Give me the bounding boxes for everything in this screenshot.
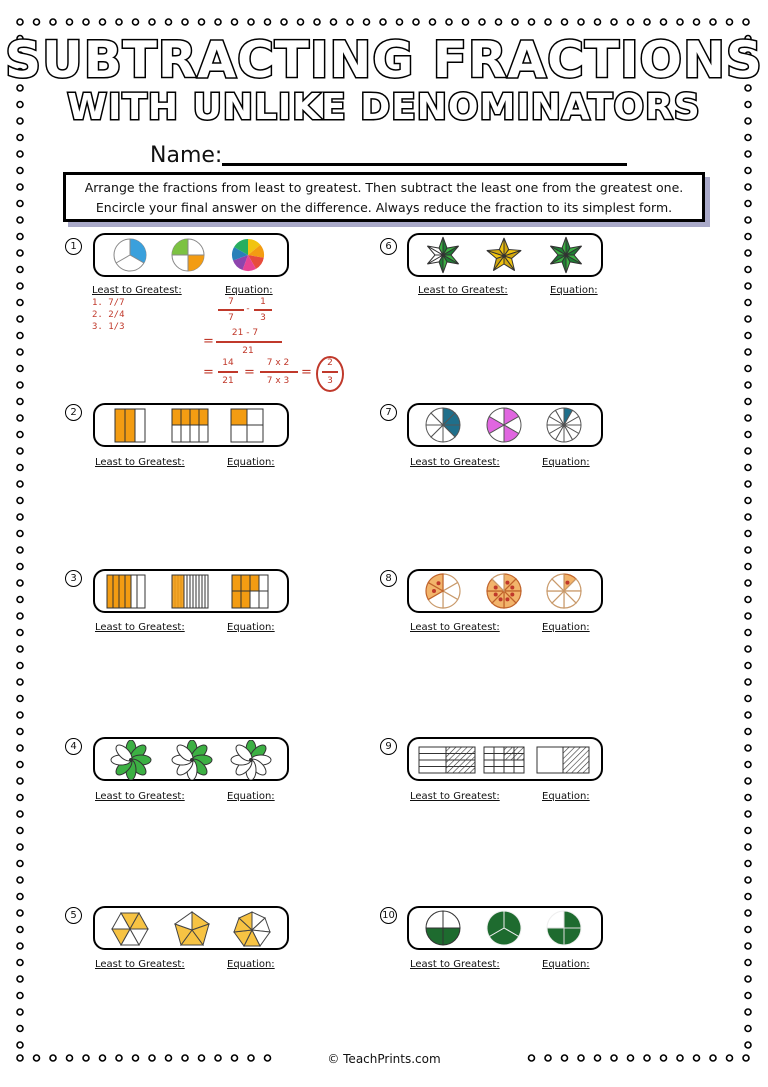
problem-number-2: 2 xyxy=(65,404,82,421)
polygon-fraction-icons xyxy=(111,911,271,947)
answer-circle-icon xyxy=(316,356,344,392)
fraction-bar xyxy=(260,371,298,373)
equals-sign: = xyxy=(301,365,312,380)
equals-sign: = xyxy=(244,365,255,380)
star-fraction-icons xyxy=(427,236,582,274)
equation-label: Equation: xyxy=(227,457,275,468)
fraction-numerator: 7 xyxy=(228,297,234,307)
problem-box-1 xyxy=(93,233,289,277)
problem-number-6: 6 xyxy=(380,238,397,255)
least-to-greatest-label: Least to Greatest: xyxy=(92,285,182,296)
fraction-denominator: 21 xyxy=(222,376,234,386)
pinwheel-fraction-icons xyxy=(425,407,582,443)
equation-label: Equation: xyxy=(542,791,590,802)
bar-fraction-icons xyxy=(106,574,269,609)
page-subtitle: WITH UNLIKE DENOMINATORS xyxy=(66,86,701,130)
grid-fraction-icons xyxy=(418,746,590,774)
fraction-denominator: 7 x 3 xyxy=(266,376,290,386)
problem-number-4: 4 xyxy=(65,738,82,755)
equation-label: Equation: xyxy=(542,959,590,970)
fraction-bar xyxy=(218,309,244,311)
least-to-greatest-label: Least to Greatest: xyxy=(410,622,500,633)
fraction-bar xyxy=(218,371,238,373)
problem-box-3 xyxy=(93,569,289,613)
equation-label: Equation: xyxy=(225,285,273,296)
problem-number-1: 1 xyxy=(65,238,82,255)
equation-label: Equation: xyxy=(542,622,590,633)
circle-fraction-icon xyxy=(171,238,205,272)
problem-box-2 xyxy=(93,403,289,447)
equals-sign: = xyxy=(203,365,214,380)
least-to-greatest-label: Least to Greatest: xyxy=(410,959,500,970)
instructions-box: Arrange the fractions from least to grea… xyxy=(63,172,705,222)
least-to-greatest-label: Least to Greatest: xyxy=(95,959,185,970)
problem-box-10 xyxy=(407,906,603,950)
equation-label: Equation: xyxy=(227,791,275,802)
fraction-bar xyxy=(322,371,338,373)
page-title: SUBTRACTING FRACTIONS xyxy=(4,30,764,91)
problem-number-7: 7 xyxy=(380,404,397,421)
equation-label: Equation: xyxy=(227,959,275,970)
fraction-numerator: 2 xyxy=(327,358,333,368)
problem-box-4 xyxy=(93,737,289,781)
fraction-denominator: 3 xyxy=(327,376,333,386)
circle-fraction-icons xyxy=(425,910,582,946)
problem-number-10: 10 xyxy=(380,907,397,924)
footer-copyright: © TeachPrints.com xyxy=(327,1052,441,1066)
problem-number-3: 3 xyxy=(65,570,82,587)
instruction-line-2: Encircle your final answer on the differ… xyxy=(95,200,673,215)
problem-number-5: 5 xyxy=(65,907,82,924)
problem-number-8: 8 xyxy=(380,570,397,587)
fraction-bar xyxy=(254,309,272,311)
problem-box-6 xyxy=(407,233,603,277)
equation-label: Equation: xyxy=(542,457,590,468)
answer-list-item: 2. 2/4 xyxy=(92,310,125,320)
fraction-denominator: 3 xyxy=(260,313,266,323)
minus-sign: - xyxy=(246,304,250,314)
answer-list-item: 1. 7/7 xyxy=(92,298,125,308)
least-to-greatest-label: Least to Greatest: xyxy=(95,622,185,633)
fraction-denominator: 21 xyxy=(242,346,254,356)
fraction-numerator: 14 xyxy=(222,358,234,368)
equation-label: Equation: xyxy=(227,622,275,633)
problem-box-9 xyxy=(407,737,603,781)
problem-box-7 xyxy=(407,403,603,447)
fraction-bar xyxy=(216,341,282,343)
fraction-numerator: 21 - 7 xyxy=(231,328,259,338)
problem-number-9: 9 xyxy=(380,738,397,755)
least-to-greatest-label: Least to Greatest: xyxy=(410,457,500,468)
flower-fraction-icons xyxy=(110,740,272,780)
least-to-greatest-label: Least to Greatest: xyxy=(95,457,185,468)
fraction-numerator: 1 xyxy=(260,297,266,307)
equals-sign: = xyxy=(203,334,214,349)
name-label: Name: xyxy=(150,143,223,168)
answer-list-item: 3. 1/3 xyxy=(92,322,125,332)
instruction-line-1: Arrange the fractions from least to grea… xyxy=(84,180,684,195)
circle-fraction-icon xyxy=(231,238,265,272)
pizza-fraction-icons xyxy=(425,573,582,609)
fraction-denominator: 7 xyxy=(228,313,234,323)
least-to-greatest-label: Least to Greatest: xyxy=(418,285,508,296)
fraction-numerator: 7 x 2 xyxy=(266,358,290,368)
problem-box-5 xyxy=(93,906,289,950)
circle-fraction-icon xyxy=(113,238,147,272)
equation-label: Equation: xyxy=(550,285,598,296)
name-field[interactable] xyxy=(222,163,627,166)
least-to-greatest-label: Least to Greatest: xyxy=(410,791,500,802)
bar-fraction-icons xyxy=(114,408,264,443)
problem-box-8 xyxy=(407,569,603,613)
least-to-greatest-label: Least to Greatest: xyxy=(95,791,185,802)
